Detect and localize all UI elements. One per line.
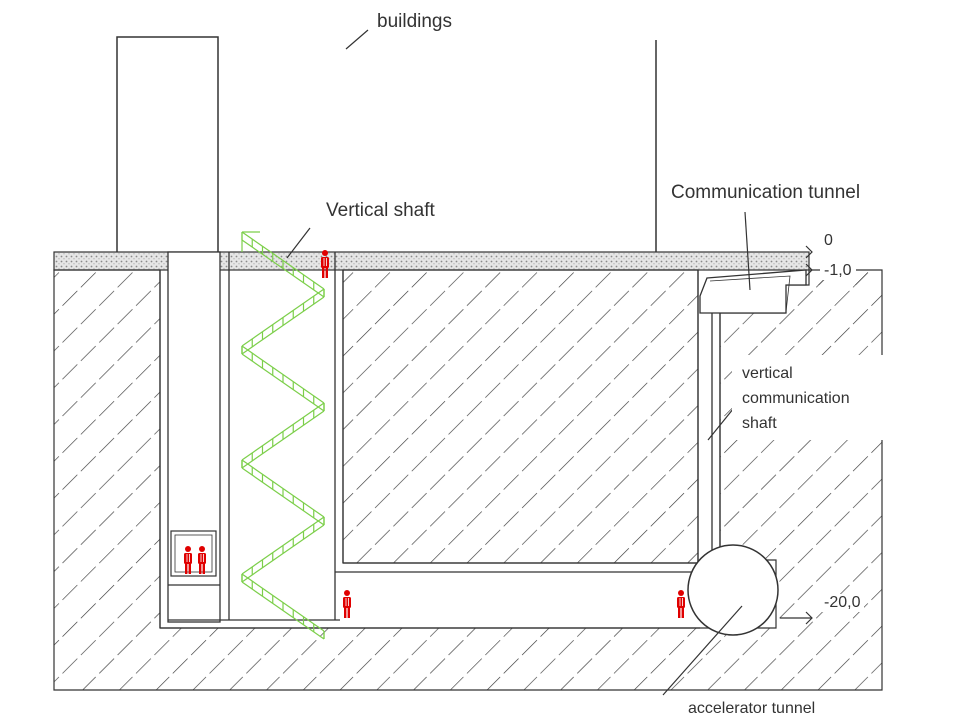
elevation-mark-1: [805, 263, 813, 277]
person-icon: [676, 589, 686, 619]
accelerator-tunnel-leader: [662, 605, 743, 696]
communication-tunnel: [699, 269, 807, 314]
elevation-mark-0: [805, 245, 813, 259]
ground-surface: [53, 251, 810, 271]
label-communication-tunnel: Communication tunnel: [671, 182, 861, 203]
elevation-minus-1: -1,0: [820, 262, 856, 280]
label-accelerator-tunnel: accelerator tunnel: [688, 700, 816, 717]
staircase: [241, 231, 325, 640]
communication-tunnel-leader: [744, 211, 751, 291]
elevation-minus-20: -20,0: [820, 594, 865, 612]
label-vertical-shaft: Vertical shaft: [326, 200, 435, 221]
accelerator-tunnel: [687, 544, 779, 636]
person-icon: [342, 589, 352, 619]
buildings-leader: [345, 29, 369, 50]
elevation-0: 0: [820, 232, 837, 250]
lift-car: [170, 530, 217, 577]
label-buildings: buildings: [377, 11, 452, 32]
vertical-shaft-leader: [286, 227, 311, 259]
building-outline: [116, 36, 219, 252]
label-vertical-communication-shaft: vertical communication shaft: [742, 365, 850, 432]
